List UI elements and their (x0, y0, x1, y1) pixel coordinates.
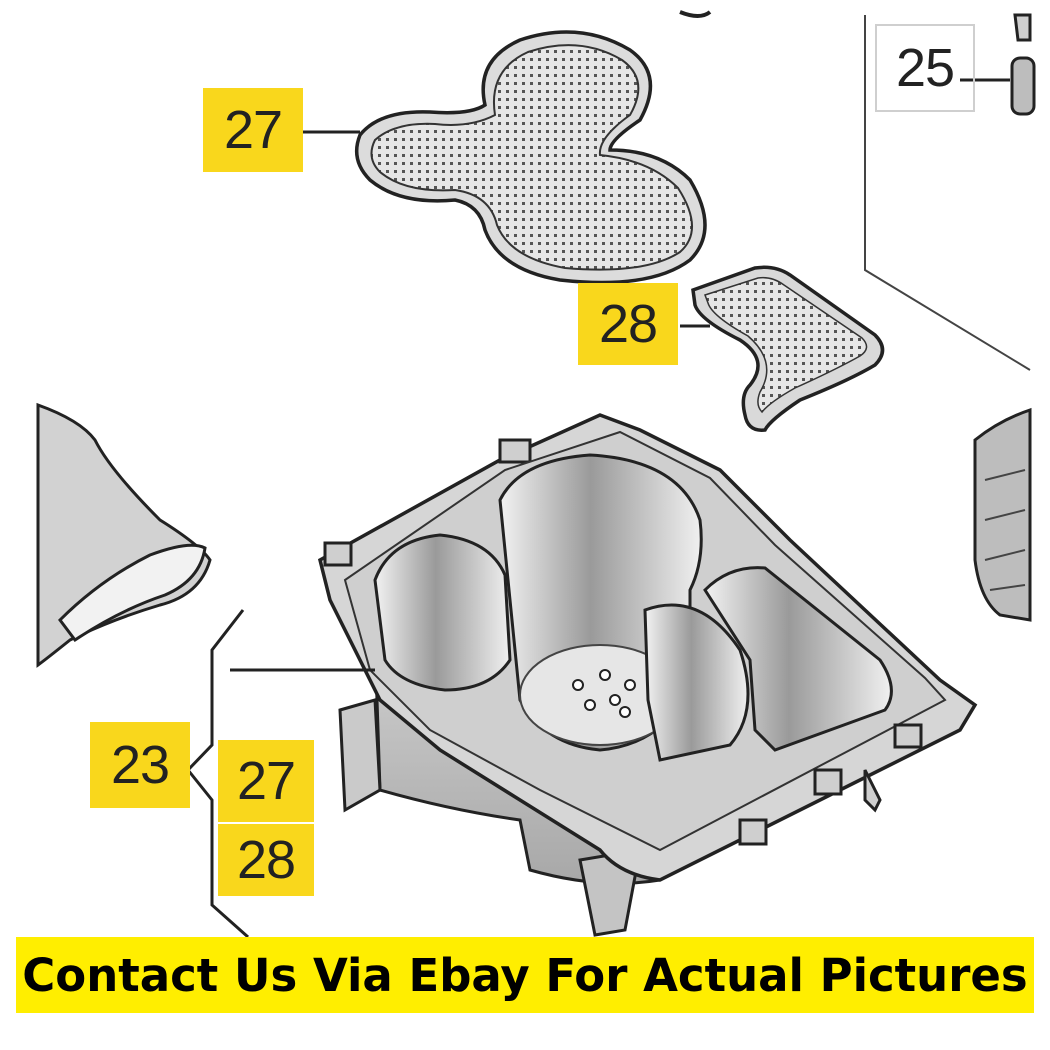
callout-28-top[interactable]: 28 (578, 283, 678, 365)
callout-27-top[interactable]: 27 (203, 88, 303, 172)
air-duct (36, 402, 212, 668)
callout-27-bottom[interactable]: 27 (218, 740, 314, 822)
callout-25[interactable]: 25 (875, 24, 975, 112)
part-25-group (679, 10, 1036, 371)
callout-23[interactable]: 23 (90, 722, 190, 808)
cup-holder-23 (317, 413, 978, 937)
callout-28-bottom[interactable]: 28 (218, 824, 314, 896)
console-side-part (973, 407, 1032, 622)
cup-mat-27 (354, 30, 707, 285)
mat-28 (691, 265, 885, 432)
contact-banner: Contact Us Via Ebay For Actual Pictures (16, 937, 1034, 1013)
